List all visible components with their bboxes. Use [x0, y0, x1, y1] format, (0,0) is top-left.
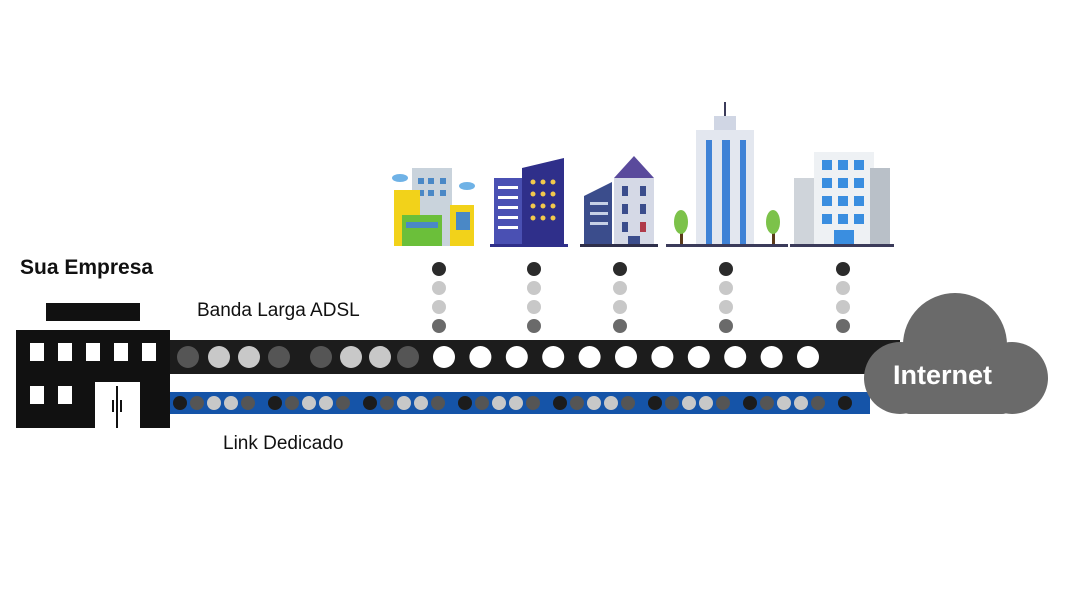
internet-label: Internet	[893, 360, 993, 390]
adsl-packet	[238, 346, 260, 368]
adsl-packet	[433, 346, 455, 368]
dedicated-packet	[380, 396, 394, 410]
dedicated-packet	[604, 396, 618, 410]
adsl-packet	[797, 346, 819, 368]
adsl-packet	[177, 346, 199, 368]
dedicated-packets	[173, 396, 852, 410]
dedicated-packet	[716, 396, 730, 410]
skyscraper-icon	[666, 102, 788, 247]
neighbor-dot	[432, 281, 446, 295]
adsl-packet	[615, 346, 637, 368]
neighbor-connections	[432, 262, 850, 333]
neighbor-dot	[719, 281, 733, 295]
dedicated-packet	[414, 396, 428, 410]
dedicated-packet	[268, 396, 282, 410]
neighbor-dot	[719, 319, 733, 333]
dedicated-packet	[363, 396, 377, 410]
neighbor-dot	[527, 300, 541, 314]
dedicated-packet	[190, 396, 204, 410]
white-office-building-icon	[790, 152, 894, 247]
adsl-packet	[369, 346, 391, 368]
dedicated-packet	[553, 396, 567, 410]
dedicated-packet	[838, 396, 852, 410]
neighbor-dot	[836, 319, 850, 333]
dedicated-packet	[224, 396, 238, 410]
adsl-packet	[397, 346, 419, 368]
dedicated-packet	[665, 396, 679, 410]
neighbor-dot	[432, 300, 446, 314]
dedicated-packet	[621, 396, 635, 410]
neighbor-dot	[527, 319, 541, 333]
dedicated-packet	[492, 396, 506, 410]
dedicated-packet	[173, 396, 187, 410]
dedicated-packet	[509, 396, 523, 410]
adsl-packet	[687, 346, 710, 368]
neighbor-dot	[613, 281, 627, 295]
colorful-building-icon	[392, 168, 475, 246]
dedicated-packet	[648, 396, 662, 410]
neighbor-dot	[613, 262, 627, 276]
adsl-packet	[578, 346, 601, 368]
dedicated-packet	[587, 396, 601, 410]
company-title: Sua Empresa	[20, 256, 154, 279]
neighbor-dot	[527, 262, 541, 276]
dedicated-packet	[526, 396, 540, 410]
adsl-link-label: Banda Larga ADSL	[197, 300, 360, 321]
adsl-packet	[310, 346, 332, 368]
neighbor-dot	[613, 300, 627, 314]
dedicated-packet	[458, 396, 472, 410]
navy-apartment-building-icon	[580, 156, 658, 247]
adsl-packet	[651, 346, 674, 368]
internet-cloud-icon	[864, 293, 1048, 414]
dedicated-packet	[570, 396, 584, 410]
neighbor-dot	[719, 300, 733, 314]
adsl-packet	[268, 346, 290, 368]
dedicated-packet	[397, 396, 411, 410]
dedicated-packet	[760, 396, 774, 410]
dedicated-packet	[794, 396, 808, 410]
adsl-packets	[177, 346, 819, 368]
dedicated-packet	[699, 396, 713, 410]
dedicated-packet	[743, 396, 757, 410]
adsl-packet	[724, 346, 747, 368]
neighbor-dot	[836, 262, 850, 276]
dedicated-packet	[336, 396, 350, 410]
company-building-icon	[16, 303, 170, 428]
dedicated-packet	[207, 396, 221, 410]
dedicated-link-label: Link Dedicado	[223, 433, 344, 454]
dedicated-packet	[431, 396, 445, 410]
neighbor-dot	[836, 281, 850, 295]
adsl-packet	[340, 346, 362, 368]
neighbor-dot	[527, 281, 541, 295]
neighbor-dot	[613, 319, 627, 333]
dedicated-packet	[285, 396, 299, 410]
adsl-packet	[542, 346, 565, 368]
neighbor-dot	[432, 262, 446, 276]
purple-office-building-icon	[490, 158, 568, 247]
adsl-packet	[208, 346, 230, 368]
neighbor-dot	[432, 319, 446, 333]
adsl-packet	[760, 346, 783, 368]
dedicated-packet	[302, 396, 316, 410]
dedicated-packet	[682, 396, 696, 410]
dedicated-packet	[241, 396, 255, 410]
dedicated-packet	[777, 396, 791, 410]
dedicated-packet	[475, 396, 489, 410]
adsl-packet	[469, 346, 492, 368]
neighbor-dot	[836, 300, 850, 314]
dedicated-packet	[319, 396, 333, 410]
neighbor-dot	[719, 262, 733, 276]
dedicated-packet	[811, 396, 825, 410]
adsl-packet	[505, 346, 528, 368]
